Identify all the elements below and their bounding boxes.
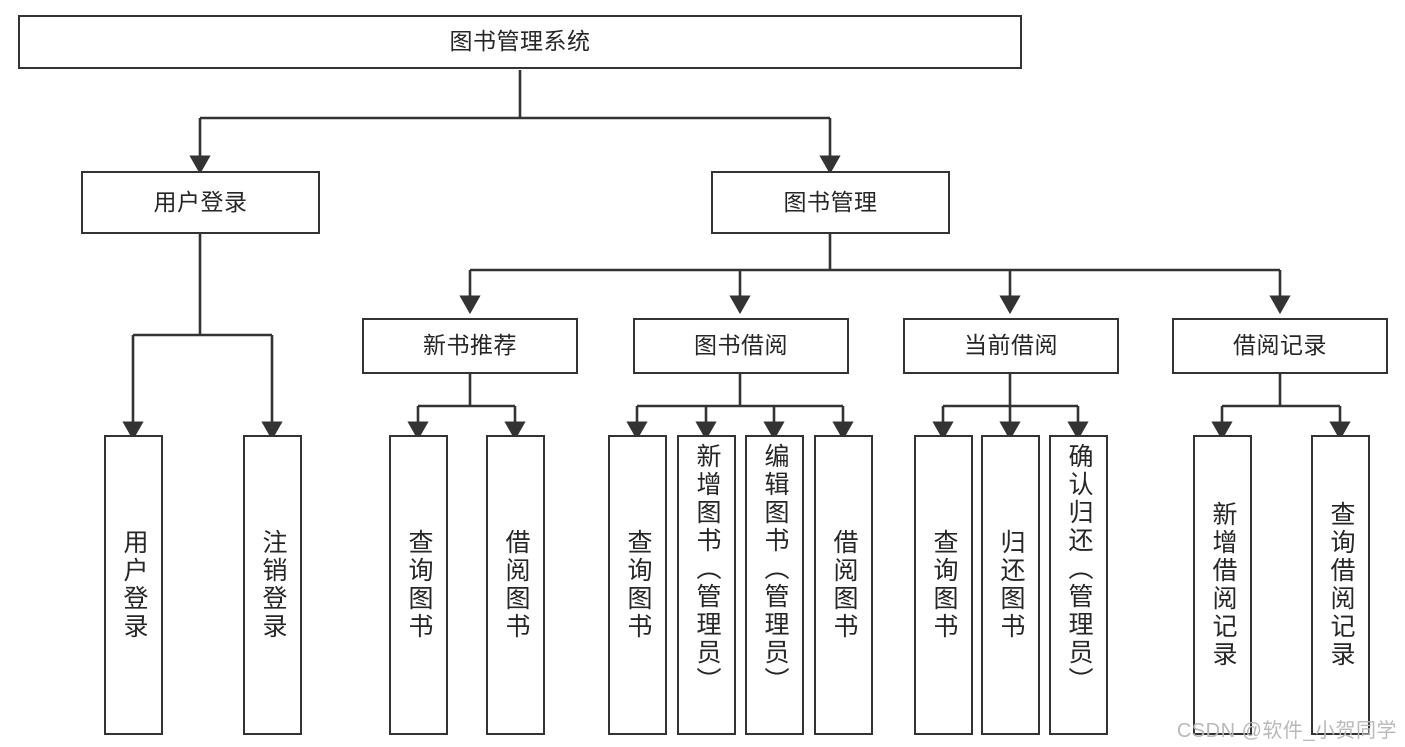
leaf-borrow-borrow-book[interactable]: 借阅图书 [814, 435, 873, 735]
node-label: 查询借阅记录 [1327, 501, 1355, 669]
node-current-borrow[interactable]: 当前借阅 [903, 318, 1119, 374]
node-label: 借阅图书 [502, 529, 530, 641]
leaf-user-login-action[interactable]: 用户登录 [104, 435, 163, 735]
leaf-borrow-edit-book-admin[interactable]: 编辑图书（管理员） [745, 435, 804, 735]
node-label: 查询图书 [624, 529, 652, 641]
node-label: 确认归还（管理员） [1065, 443, 1093, 695]
node-label: 图书管理 [783, 188, 878, 215]
leaf-records-query-record[interactable]: 查询借阅记录 [1311, 435, 1370, 735]
node-label: 用户登录 [120, 529, 148, 641]
node-label: 当前借阅 [964, 332, 1058, 359]
node-label: 编辑图书（管理员） [761, 443, 789, 695]
node-label: 图书管理系统 [449, 28, 591, 55]
node-label: 用户登录 [153, 188, 248, 215]
leaf-current-confirm-return-admin[interactable]: 确认归还（管理员） [1049, 435, 1108, 735]
node-label: 归还图书 [997, 529, 1025, 641]
node-root-system[interactable]: 图书管理系统 [18, 15, 1022, 69]
leaf-borrow-add-book-admin[interactable]: 新增图书（管理员） [677, 435, 736, 735]
node-label: 查询图书 [930, 529, 958, 641]
node-book-borrow[interactable]: 图书借阅 [633, 318, 849, 374]
node-label: 注销登录 [259, 529, 287, 641]
leaf-recommend-query-book[interactable]: 查询图书 [389, 435, 448, 735]
leaf-borrow-query-book[interactable]: 查询图书 [608, 435, 667, 735]
csdn-watermark: CSDN @软件_小贺同学 [1176, 720, 1397, 742]
node-label: 新增借阅记录 [1209, 501, 1237, 669]
leaf-recommend-borrow-book[interactable]: 借阅图书 [486, 435, 545, 735]
node-label: 新增图书（管理员） [693, 443, 721, 695]
leaf-user-logout-action[interactable]: 注销登录 [243, 435, 302, 735]
node-label: 借阅图书 [830, 529, 858, 641]
leaf-current-query-book[interactable]: 查询图书 [914, 435, 973, 735]
leaf-records-add-record[interactable]: 新增借阅记录 [1193, 435, 1252, 735]
node-user-login[interactable]: 用户登录 [81, 171, 320, 234]
node-borrow-records[interactable]: 借阅记录 [1172, 318, 1388, 374]
leaf-current-return-book[interactable]: 归还图书 [981, 435, 1040, 735]
node-label: 查询图书 [405, 529, 433, 641]
node-label: 图书借阅 [694, 332, 788, 359]
node-new-book-recommend[interactable]: 新书推荐 [362, 318, 578, 374]
node-book-management[interactable]: 图书管理 [711, 171, 950, 234]
node-label: 新书推荐 [423, 332, 517, 359]
node-label: 借阅记录 [1233, 332, 1327, 359]
